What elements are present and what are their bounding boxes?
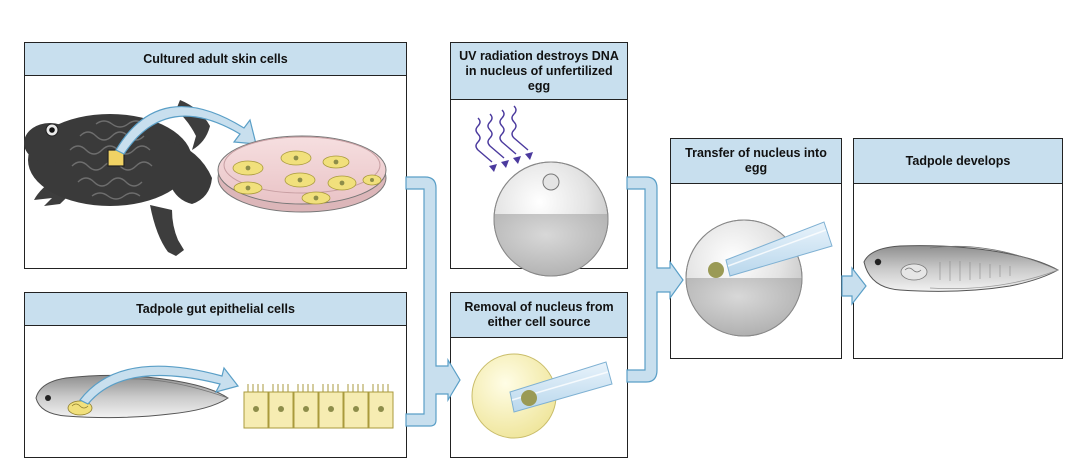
transferred-nucleus: [708, 262, 724, 278]
frog-illustration: [24, 100, 212, 256]
pipette-transfer: [725, 221, 833, 277]
flow-arrows: [405, 176, 867, 427]
panel-title-tadpole: Tadpole develops: [853, 138, 1063, 184]
removal-illustration: [471, 353, 613, 439]
tadpole-develops-illustration: [863, 245, 1060, 292]
panel-title-gut-cells: Tadpole gut epithelial cells: [24, 292, 407, 326]
arrow-to-tadpole-develops: [841, 266, 867, 306]
transfer-arrow-gut: [79, 365, 240, 405]
transfer-illustration: [685, 219, 833, 337]
uv-radiation-waves: [475, 105, 529, 163]
uv-illustration: [475, 105, 609, 277]
egg-nucleus: [542, 173, 560, 191]
gut-cells-illustration: [35, 365, 394, 429]
skin-cells-illustration: [24, 100, 387, 256]
small-tadpole: [35, 374, 229, 419]
panel-title-uv: UV radiation destroys DNA in nucleus of …: [450, 42, 628, 100]
epithelial-cells: [243, 391, 394, 429]
removed-nucleus: [521, 390, 537, 406]
petri-dish-illustration: [217, 135, 387, 213]
connector-arrow-to-removal: [405, 176, 461, 427]
panel-title-removal: Removal of nucleus from either cell sour…: [450, 292, 628, 338]
transfer-arrow-skin: [115, 106, 257, 155]
unfertilized-egg: [493, 161, 609, 277]
panel-title-transfer: Transfer of nucleus into egg: [670, 138, 842, 184]
panel-title-skin-cells: Cultured adult skin cells: [24, 42, 407, 76]
connector-arrow-to-transfer: [626, 176, 684, 383]
